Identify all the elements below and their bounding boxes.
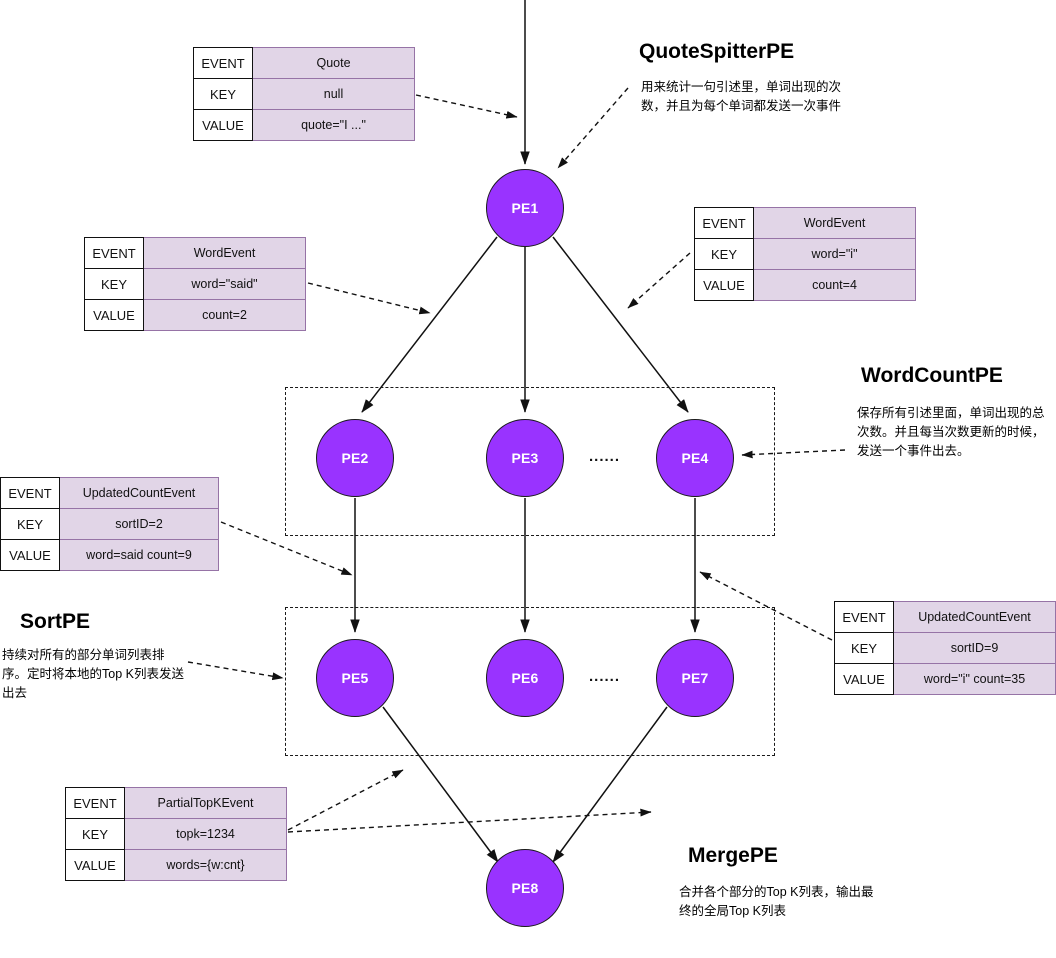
event-table-word-event-said: EVENT WordEvent KEY word="said" VALUE co…	[84, 237, 306, 331]
value-value: word="i" count=35	[893, 663, 1056, 695]
pe-node-pe3[interactable]: PE3	[486, 419, 564, 497]
row-label-event: EVENT	[0, 477, 60, 509]
table-row: VALUE word="i" count=35	[834, 663, 1056, 695]
table-row: VALUE quote="I ..."	[193, 109, 415, 141]
row-label-key: KEY	[65, 818, 125, 850]
pe-node-pe7[interactable]: PE7	[656, 639, 734, 717]
section-title-word-count: WordCountPE	[861, 364, 1003, 387]
event-value: PartialTopKEvent	[124, 787, 287, 819]
event-value: WordEvent	[753, 207, 916, 239]
table-row: EVENT WordEvent	[84, 237, 306, 269]
row-label-value: VALUE	[0, 539, 60, 571]
event-table-quote: EVENT Quote KEY null VALUE quote="I ..."	[193, 47, 415, 141]
table-row: VALUE words={w:cnt}	[65, 849, 287, 881]
row-label-key: KEY	[193, 78, 253, 110]
row-label-key: KEY	[0, 508, 60, 540]
value-value: count=4	[753, 269, 916, 301]
section-title-sort: SortPE	[20, 610, 91, 633]
row-label-key: KEY	[694, 238, 754, 270]
wordcount-ellipsis: ......	[589, 448, 621, 465]
value-value: word=said count=9	[59, 539, 219, 571]
row-label-key: KEY	[834, 632, 894, 664]
key-value: word="i"	[753, 238, 916, 270]
row-label-event: EVENT	[193, 47, 253, 79]
event-table-partial-topk: EVENT PartialTopKEvent KEY topk=1234 VAL…	[65, 787, 287, 881]
table-row: KEY topk=1234	[65, 818, 287, 850]
row-label-value: VALUE	[84, 299, 144, 331]
pe-node-label: PE2	[341, 450, 369, 466]
table-row: KEY word="said"	[84, 268, 306, 300]
table-row: KEY null	[193, 78, 415, 110]
table-row: KEY sortID=2	[0, 508, 219, 540]
pe-node-pe5[interactable]: PE5	[316, 639, 394, 717]
key-value: sortID=9	[893, 632, 1056, 664]
row-label-event: EVENT	[694, 207, 754, 239]
pe-node-label: PE1	[511, 200, 539, 216]
key-value: word="said"	[143, 268, 306, 300]
event-table-updated-count-i: EVENT UpdatedCountEvent KEY sortID=9 VAL…	[834, 601, 1056, 695]
table-row: EVENT UpdatedCountEvent	[0, 477, 219, 509]
pe-node-label: PE8	[511, 880, 539, 896]
table-row: EVENT WordEvent	[694, 207, 916, 239]
sort-ellipsis: ......	[589, 668, 621, 685]
event-table-word-event-i: EVENT WordEvent KEY word="i" VALUE count…	[694, 207, 916, 301]
section-note-quote-spitter: 用来统计一句引述里，单词出现的次数，并且为每个单词都发送一次事件	[641, 80, 842, 113]
table-row: VALUE word=said count=9	[0, 539, 219, 571]
value-value: count=2	[143, 299, 306, 331]
pe-node-pe6[interactable]: PE6	[486, 639, 564, 717]
row-label-value: VALUE	[65, 849, 125, 881]
table-row: KEY sortID=9	[834, 632, 1056, 664]
value-value: quote="I ..."	[252, 109, 415, 141]
section-note-word-count: 保存所有引述里面，单词出现的总次数。并且每当次数更新的时候，发送一个事件出去。	[857, 406, 1045, 458]
section-note-merge: 合并各个部分的Top K列表，输出最终的全局Top K列表	[679, 885, 874, 918]
pe-node-label: PE3	[511, 450, 539, 466]
section-note-sort: 持续对所有的部分单词列表排序。定时将本地的Top K列表发送出去	[2, 648, 184, 700]
event-value: UpdatedCountEvent	[59, 477, 219, 509]
table-row: EVENT UpdatedCountEvent	[834, 601, 1056, 633]
row-label-event: EVENT	[84, 237, 144, 269]
section-title-quote-spitter: QuoteSpitterPE	[639, 40, 795, 63]
row-label-key: KEY	[84, 268, 144, 300]
value-value: words={w:cnt}	[124, 849, 287, 881]
event-value: WordEvent	[143, 237, 306, 269]
key-value: topk=1234	[124, 818, 287, 850]
event-value: Quote	[252, 47, 415, 79]
pe-node-label: PE5	[341, 670, 369, 686]
table-row: EVENT PartialTopKEvent	[65, 787, 287, 819]
key-value: null	[252, 78, 415, 110]
table-row: VALUE count=4	[694, 269, 916, 301]
pe-node-pe8[interactable]: PE8	[486, 849, 564, 927]
pe-node-pe2[interactable]: PE2	[316, 419, 394, 497]
row-label-value: VALUE	[834, 663, 894, 695]
table-row: VALUE count=2	[84, 299, 306, 331]
event-table-updated-count-said: EVENT UpdatedCountEvent KEY sortID=2 VAL…	[0, 477, 219, 571]
pe-node-label: PE7	[681, 670, 709, 686]
row-label-value: VALUE	[193, 109, 253, 141]
row-label-event: EVENT	[65, 787, 125, 819]
table-row: EVENT Quote	[193, 47, 415, 79]
event-value: UpdatedCountEvent	[893, 601, 1056, 633]
wordcount-group-box	[285, 387, 775, 536]
row-label-value: VALUE	[694, 269, 754, 301]
sort-group-box	[285, 607, 775, 756]
pe-node-pe1[interactable]: PE1	[486, 169, 564, 247]
pe-node-label: PE6	[511, 670, 539, 686]
pe-node-label: PE4	[681, 450, 709, 466]
section-title-merge: MergePE	[688, 844, 778, 867]
key-value: sortID=2	[59, 508, 219, 540]
table-row: KEY word="i"	[694, 238, 916, 270]
pe-node-pe4[interactable]: PE4	[656, 419, 734, 497]
row-label-event: EVENT	[834, 601, 894, 633]
